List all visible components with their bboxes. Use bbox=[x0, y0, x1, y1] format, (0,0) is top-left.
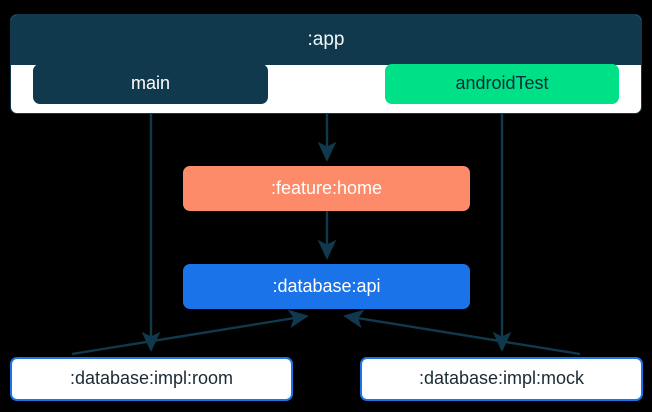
edge-database-impl-mock-to-database-api bbox=[343, 309, 581, 356]
node-database-api[interactable]: :database:api bbox=[183, 264, 470, 309]
edge-database-impl-room-to-database-api bbox=[71, 309, 309, 356]
node-main[interactable]: main bbox=[33, 64, 268, 104]
node-androidtest[interactable]: androidTest bbox=[385, 64, 619, 104]
cluster-app-title: :app bbox=[11, 15, 641, 65]
node-database-impl-mock[interactable]: :database:impl:mock bbox=[360, 357, 643, 401]
node-feature-home[interactable]: :feature:home bbox=[183, 166, 470, 211]
node-database-impl-room[interactable]: :database:impl:room bbox=[10, 357, 293, 401]
